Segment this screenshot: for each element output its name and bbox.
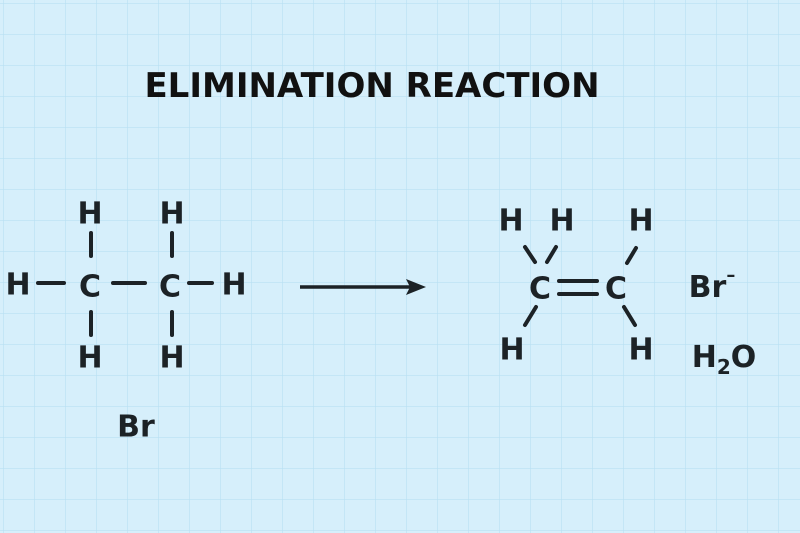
atom-h-bottom1: H: [77, 341, 102, 376]
reaction-arrow-icon: [300, 279, 426, 295]
water-h: H: [692, 340, 717, 375]
atom-h-top2: H: [549, 204, 574, 239]
atom-h-top1: H: [77, 197, 102, 232]
atom-h-top2: H: [159, 197, 184, 232]
atom-h-bottom2: H: [628, 333, 653, 368]
bromide-ion: Br–: [689, 265, 736, 305]
atom-h-bottom2: H: [159, 341, 184, 376]
atom-h-right: H: [221, 268, 246, 303]
bond-c1-h2: [545, 245, 558, 264]
water-subscript: 2: [717, 355, 731, 379]
bond-c1-h1: [523, 245, 537, 264]
product-molecule: H H H C C H H: [498, 204, 653, 368]
atom-c1: C: [529, 272, 551, 307]
atom-c1: C: [79, 270, 101, 305]
atom-h-bottom1: H: [499, 333, 524, 368]
bromide-charge: –: [726, 265, 735, 286]
title: ELIMINATION REACTION: [144, 66, 599, 106]
bond-c2-h3: [625, 246, 638, 265]
atom-c2: C: [605, 272, 627, 307]
water-molecule: H2O: [692, 340, 757, 380]
atom-h-top3: H: [628, 204, 653, 239]
atom-h-top1: H: [498, 204, 523, 239]
bromide-symbol: Br: [689, 270, 727, 305]
bond-c2-h-bottom: [622, 305, 637, 327]
water-o: O: [731, 340, 757, 375]
atom-h-left: H: [5, 268, 30, 303]
bond-c1-h-bottom: [523, 305, 538, 327]
atom-c2: C: [159, 270, 181, 305]
leaving-group-br: Br: [117, 410, 155, 445]
reactant-molecule: H C C H H H H H Br: [5, 197, 246, 445]
